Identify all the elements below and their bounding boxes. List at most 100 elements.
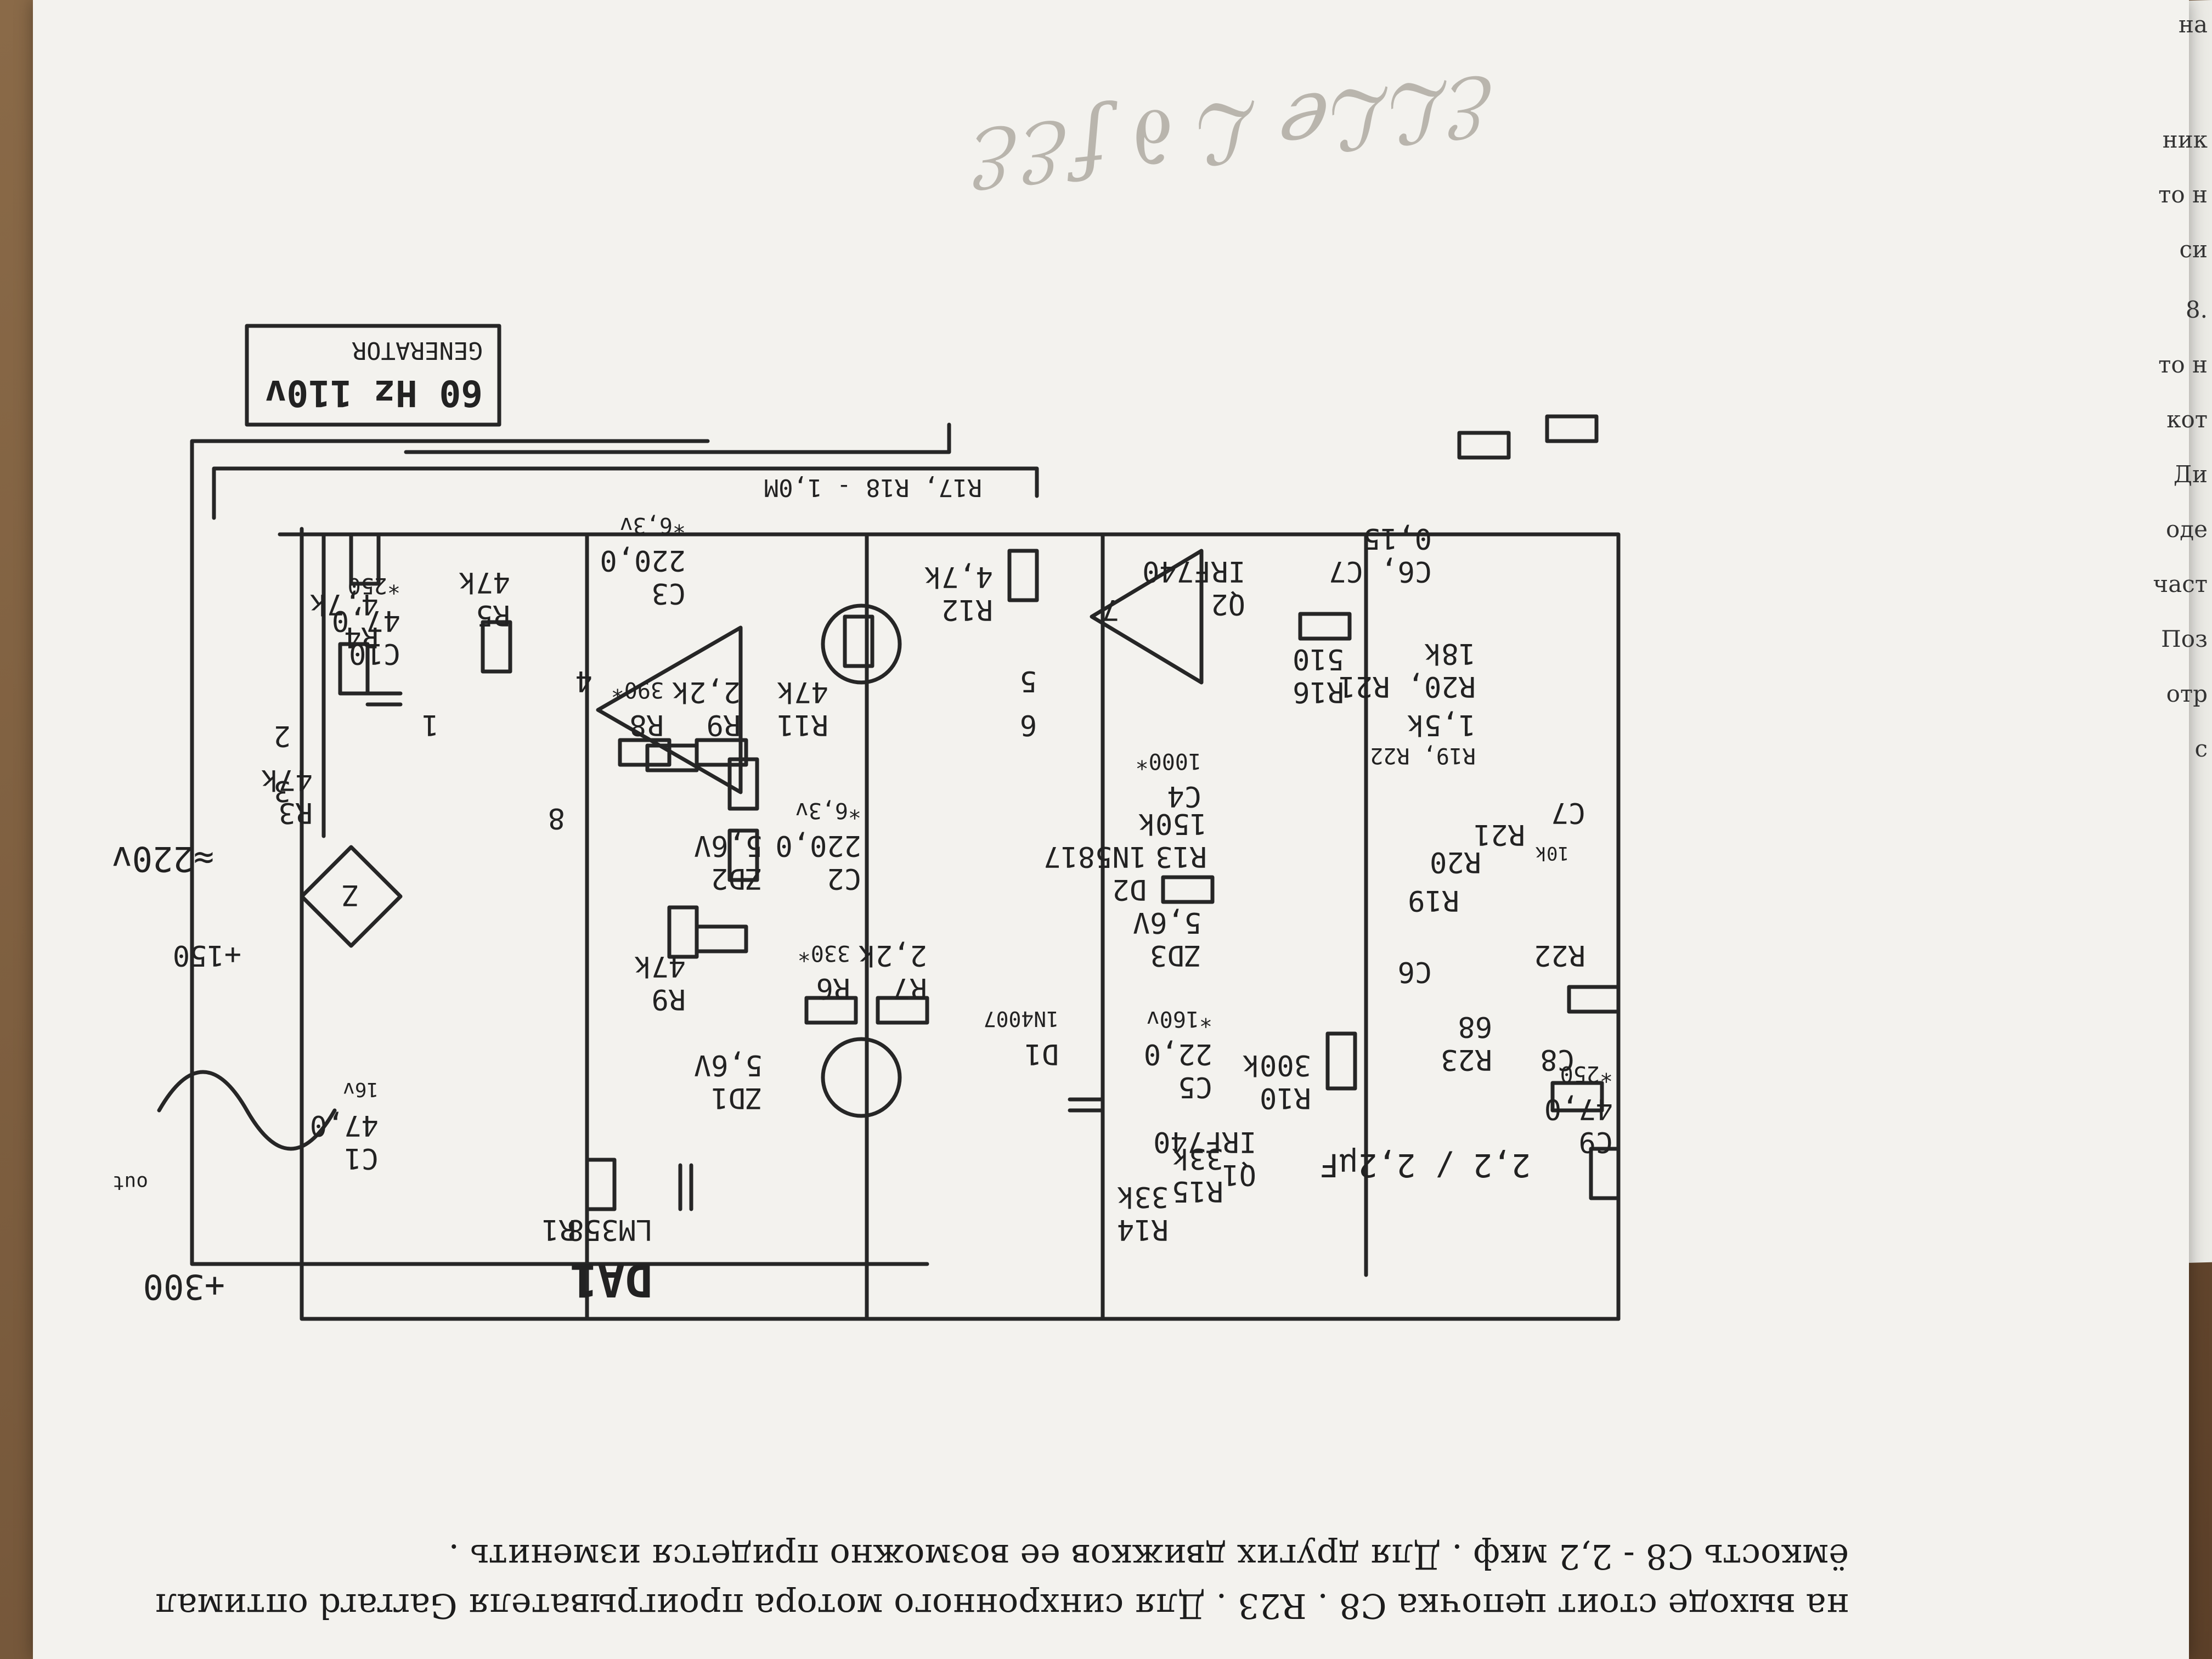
label-r15-value: 33k	[1172, 1142, 1223, 1175]
wire-bottom-rail	[278, 532, 1621, 1321]
resistor-r14	[1589, 1147, 1621, 1200]
resistor-r16	[1298, 612, 1352, 641]
title-box	[245, 324, 501, 427]
label-r10: R10	[1260, 1081, 1311, 1114]
wire-feedback-3	[212, 466, 1039, 520]
label-c9-alt: 2,2 / 2,2μF	[1320, 1147, 1531, 1184]
label-c1: C1	[344, 1142, 379, 1175]
label-c9: C9	[1578, 1125, 1613, 1158]
label-c5: C5	[1178, 1070, 1212, 1103]
resistor-r19	[667, 905, 699, 959]
label-c1-rating: 16v	[343, 1078, 379, 1101]
wire-feedback-2	[404, 422, 951, 454]
label-r4: R4	[344, 620, 379, 653]
label-pin-6: 6	[1020, 708, 1037, 741]
resistor-r13	[1161, 875, 1215, 904]
label-r21: R21	[1474, 818, 1525, 851]
label-c10-rating: *250	[348, 573, 400, 598]
label-zd1-value: 5,6V	[694, 1048, 763, 1081]
label-c2-rating: *6,3v	[795, 798, 861, 823]
resistor-r6	[804, 996, 858, 1025]
margin-line-4: си	[2179, 236, 2208, 263]
label-r12: R12	[941, 593, 993, 626]
label-pin-1: 1	[422, 708, 439, 741]
margin-line-13: с	[2194, 735, 2208, 762]
label-c2-value: 220,0	[775, 829, 861, 862]
mosfet-q1	[821, 1037, 902, 1118]
resistor-r1	[585, 1158, 617, 1211]
margin-line-11: Поз	[2161, 625, 2208, 652]
margin-line-12: отр	[2166, 680, 2208, 707]
label-r13: R13	[1155, 840, 1207, 873]
label-supply-150: +150	[173, 939, 241, 972]
resistor-r11	[843, 614, 874, 668]
margin-line-10: част	[2153, 571, 2208, 597]
label-c4: C4	[1167, 780, 1201, 812]
label-r16: R16	[1293, 675, 1344, 708]
resistor-r17	[1545, 414, 1599, 443]
resistor-r21	[727, 757, 759, 811]
schematic-sheet: ℰℒℒℯ ℒ ∂ ƒℰℰ на выходе стоит цепочка C8 …	[33, 0, 2189, 1659]
label-zd2-value: 5,6V	[694, 829, 763, 862]
resistor-r10	[1325, 1031, 1357, 1091]
label-r13-value: 150k	[1138, 807, 1207, 840]
label-r6-value: 330*	[798, 940, 850, 966]
schematic-sheet-rotated: ℰℒℒℯ ℒ ∂ ƒℰℰ на выходе стоит цепочка C8 …	[33, 0, 2189, 1659]
label-zd1: ZD1	[711, 1081, 763, 1114]
label-d2: D2	[1112, 873, 1147, 906]
label-c7: C7	[1551, 796, 1585, 829]
rectifier-bridge	[300, 845, 403, 948]
label-q2-value: IRF740	[1142, 555, 1245, 588]
label-d1: D1	[1024, 1037, 1059, 1070]
label-r19r22-value: 1,5k	[1407, 708, 1476, 741]
label-pin-7: 7	[1102, 593, 1119, 626]
margin-line-1: на	[2178, 11, 2208, 38]
label-zd2: ZD2	[711, 862, 763, 895]
label-r11-value: 47k	[777, 675, 828, 708]
label-r20: R20	[1430, 845, 1481, 878]
title-line-1: 60 Hz 110v	[265, 372, 483, 414]
label-pin-3: 3	[274, 774, 291, 807]
label-c9-rating: *250	[1560, 1061, 1613, 1086]
resistor-r22	[727, 828, 759, 882]
label-c1-value: 47,0	[310, 1109, 379, 1142]
label-r16-value: 510	[1293, 642, 1344, 675]
margin-line-3: то н	[2158, 181, 2208, 208]
resistor-r7	[876, 996, 929, 1025]
label-bridge: Z	[342, 878, 359, 911]
label-da1-type: LM358	[567, 1213, 653, 1246]
label-zd3-value: 5,6V	[1133, 906, 1201, 939]
resistor-r8	[618, 738, 672, 767]
title-line-2: GENERATOR	[352, 336, 483, 364]
label-c9-value: 47,0	[1544, 1092, 1613, 1125]
label-r4-value: 4,7k	[310, 588, 379, 620]
label-pin-8: 8	[548, 802, 565, 834]
label-r14-value: 33k	[1117, 1180, 1169, 1213]
label-c6: C6	[1397, 955, 1432, 988]
label-r19r22: R19, R22	[1370, 743, 1476, 768]
label-pin-4: 4	[575, 664, 592, 697]
label-c6c7: C6, C7	[1329, 555, 1432, 588]
output-sine-wave	[157, 1070, 337, 1151]
label-r22: R22	[1534, 939, 1585, 972]
label-r9b: R9	[706, 708, 741, 741]
margin-line-9: оде	[2165, 516, 2208, 543]
label-r9: R9	[651, 983, 686, 1015]
label-r23: R23	[1441, 1043, 1492, 1076]
label-r12-value: 4,7k	[924, 560, 993, 593]
label-r8-value: 390*	[611, 677, 664, 702]
resistor-r18	[1457, 431, 1511, 460]
label-c10: C10	[349, 637, 400, 670]
mosfet-q2	[821, 603, 902, 685]
label-pin-2: 2	[274, 719, 291, 752]
label-r14: R14	[1117, 1213, 1169, 1246]
margin-line-5: 8.	[2185, 296, 2208, 323]
label-c3-rating: *6,3v	[620, 512, 686, 538]
label-q1-value: IRF740	[1153, 1125, 1256, 1158]
wire-feedback-1	[190, 439, 929, 1266]
resistor-r5	[481, 620, 512, 674]
label-c10-value: 47,0	[332, 604, 400, 637]
label-supply-300: +300	[143, 1267, 225, 1307]
wire-top-rail	[300, 527, 1621, 1321]
label-r17-r18: R17, R18 - 1,0M	[764, 473, 982, 501]
